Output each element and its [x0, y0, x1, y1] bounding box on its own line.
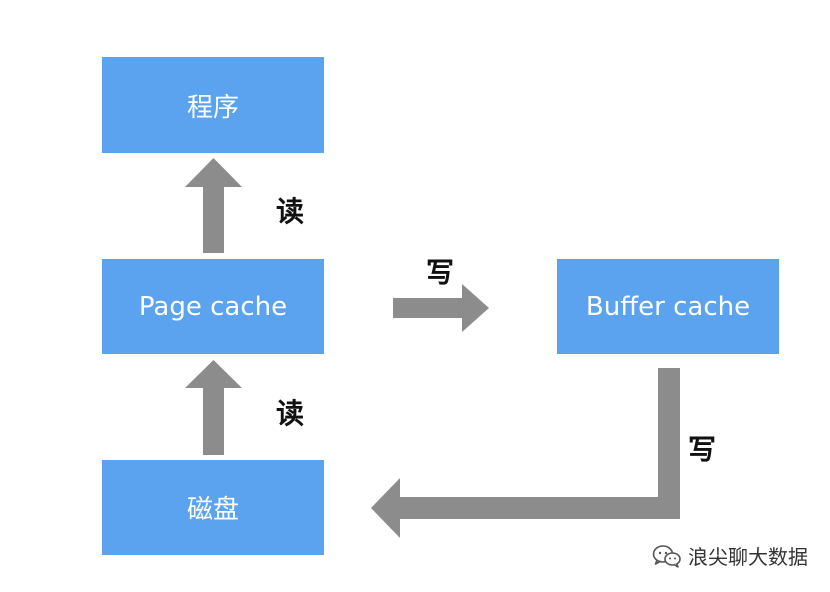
- watermark: 浪尖聊大数据: [652, 541, 808, 570]
- read-label-top: 读: [276, 195, 305, 228]
- page-cache-box: Page cache: [102, 259, 324, 354]
- arrow-disk-to-page-cache: [185, 360, 242, 455]
- watermark-text: 浪尖聊大数据: [688, 545, 808, 569]
- arrow-page-cache-to-buffer-cache: [393, 284, 489, 332]
- buffer-cache-box: Buffer cache: [557, 259, 779, 354]
- program-box: 程序: [102, 57, 324, 153]
- disk-box-label: 磁盘: [186, 495, 239, 525]
- write-label-right: 写: [426, 256, 455, 289]
- program-box-label: 程序: [186, 92, 239, 123]
- write-label-down: 写: [688, 433, 717, 466]
- arrow-buffer-cache-to-disk: [371, 368, 680, 538]
- read-label-bottom: 读: [276, 397, 305, 430]
- arrow-page-cache-to-program: [185, 158, 242, 253]
- page-cache-box-label: Page cache: [138, 291, 288, 322]
- disk-box: 磁盘: [102, 460, 324, 555]
- wechat-icon: [652, 544, 681, 568]
- buffer-cache-box-label: Buffer cache: [585, 291, 751, 322]
